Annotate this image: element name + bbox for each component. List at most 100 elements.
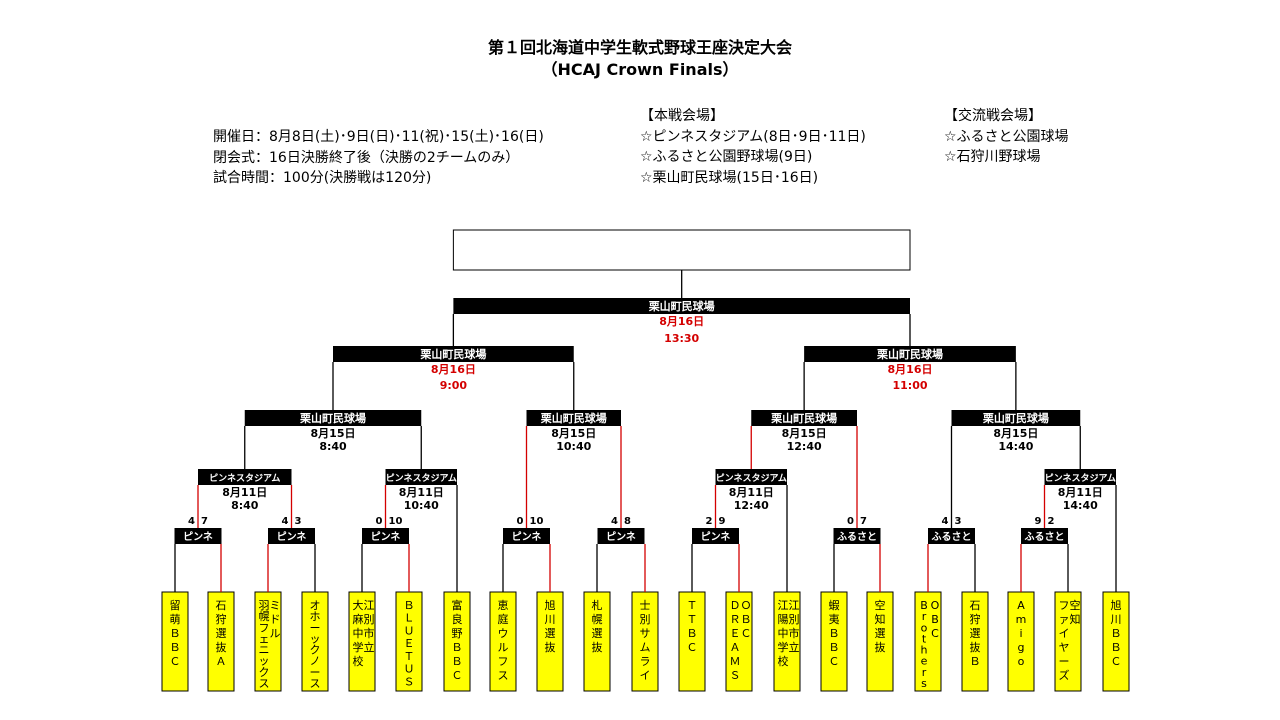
r2-venue-label: ピンネスタジアム [209, 472, 280, 484]
r2-venue-label: ピンネスタジアム [386, 472, 457, 484]
title-line-2: （HCAJ Crown Finals） [541, 60, 739, 79]
r1-score-right: 3 [955, 516, 962, 527]
team-name: ス [310, 677, 321, 690]
team-name: 幌 [259, 609, 270, 623]
exchange-venue-item: ☆石狩川野球場 [944, 149, 1041, 165]
team-name: g [1018, 641, 1025, 654]
qf-time: 14:40 [998, 440, 1033, 453]
team-box [254, 591, 282, 692]
main-venues: 【本戦会場】 ☆ピンネスタジアム(8日･9日･11日) ☆ふるさと公園野球場(9… [640, 106, 866, 188]
team-subname: ド [270, 613, 281, 626]
qf-venue-box [751, 410, 857, 426]
team-name: 知 [875, 612, 886, 626]
team-name: 選 [216, 627, 227, 640]
team-subname: ミ [270, 599, 281, 612]
qf-time: 10:40 [556, 440, 591, 453]
team-name: 選 [970, 627, 981, 640]
team-name: Ｃ [687, 641, 698, 654]
team-name: Ａ [730, 641, 741, 654]
team-name: ッ [310, 632, 321, 645]
team-subname: 空 [1070, 598, 1081, 612]
main-venues-heading: 【本戦会場】 [640, 108, 724, 124]
team-name: Ｂ [1111, 627, 1122, 640]
r2-venue-label: ピンネスタジアム [716, 472, 787, 484]
team-name: t [922, 632, 927, 645]
team-subname: 知 [1070, 612, 1081, 626]
exchange-venue-item: ☆ふるさと公園球場 [944, 128, 1069, 145]
team-name: ヤ [1059, 641, 1070, 654]
team-name: 野 [452, 627, 463, 640]
exchange-venues-heading: 【交流戦会場】 [944, 108, 1042, 124]
team-name: Ｂ [170, 627, 181, 640]
r1-venue-label: ピンネ [606, 531, 636, 543]
team-name: o [1018, 655, 1025, 668]
team-name: Ｃ [170, 655, 181, 668]
sf-date: 8月16日 [431, 363, 476, 376]
r2-date: 8月11日 [399, 486, 444, 499]
r2-venue-label: ピンネスタジアム [1045, 472, 1116, 484]
r1-score-right: 3 [295, 516, 302, 527]
r1-score-left: 4 [611, 516, 618, 527]
team-name: Ｃ [829, 655, 840, 668]
r1-venue-box [928, 528, 975, 544]
team-name: 大 [353, 598, 364, 612]
team-box [207, 591, 235, 692]
team-name: Ｍ [730, 655, 741, 668]
title-line-1: 第１回北海道中学生軟式野球王座決定大会 [487, 38, 792, 57]
r1-venue-box [268, 528, 315, 544]
team-name: r [922, 666, 927, 679]
team-box [1102, 591, 1130, 692]
r1-venue-box [692, 528, 739, 544]
r1-venue-box [362, 528, 409, 544]
qf-date: 8月15日 [993, 427, 1038, 440]
team-name: 別 [640, 613, 651, 626]
team-name: 川 [1111, 613, 1122, 626]
r1-score-right: 8 [624, 516, 631, 527]
team-box [443, 591, 471, 692]
sf-venue-box [333, 346, 574, 362]
r1-venue-label: ふるさと [932, 531, 972, 543]
qf-venue-label: 栗山町民球場 [983, 411, 1049, 425]
tournament-title: 第１回北海道中学生軟式野球王座決定大会 （HCAJ Crown Finals） [0, 37, 1280, 81]
team-name: 石 [970, 599, 981, 612]
team-name: 恵 [498, 598, 509, 612]
team-subname: 別 [364, 613, 375, 626]
team-name: Ｓ [730, 669, 741, 682]
main-venue-item: ☆ピンネスタジアム(8日･9日･11日) [640, 128, 866, 145]
team-name: ス [498, 669, 509, 682]
r1-venue-box [597, 528, 645, 544]
team-subname: Ｃ [741, 627, 752, 640]
team-name: 陽 [778, 613, 789, 626]
team-subname: 別 [789, 613, 800, 626]
r1-venue-label: ピンネ [701, 531, 731, 543]
team-name: 学 [778, 640, 789, 654]
r1-venue-box [174, 528, 222, 544]
r1-score-left: 0 [376, 516, 383, 527]
r1-venue-label: ふるさと [1025, 531, 1065, 543]
sf-venue-box [804, 346, 1016, 362]
team-name: Ｌ [404, 612, 415, 625]
info-closing: 閉会式：16日決勝終了後（決勝の2チームのみ） [213, 149, 520, 166]
team-name: 中 [353, 627, 364, 640]
team-name: Ｂ [1111, 641, 1122, 654]
r1-score-left: 0 [517, 516, 524, 527]
team-name: B [920, 599, 928, 612]
team-name: ー [310, 666, 321, 679]
team-box [631, 591, 659, 692]
team-name: ズ [1059, 668, 1070, 682]
team-name: Ｒ [730, 613, 741, 626]
r2-date: 8月11日 [222, 486, 267, 499]
r1-venue-box [833, 528, 881, 544]
team-subname: C [931, 627, 939, 640]
team-box [678, 591, 706, 692]
team-box [161, 591, 189, 692]
qf-date: 8月15日 [311, 427, 356, 440]
team-name: ノ [310, 655, 321, 668]
team-box [583, 591, 611, 692]
r1-venue-label: ピンネ [183, 531, 213, 543]
r2-venue-box [198, 469, 292, 485]
team-name: Ｓ [404, 675, 415, 688]
r1-venue-label: ふるさと [837, 531, 877, 543]
final-date: 8月16日 [659, 315, 704, 328]
r2-time: 10:40 [404, 499, 439, 512]
